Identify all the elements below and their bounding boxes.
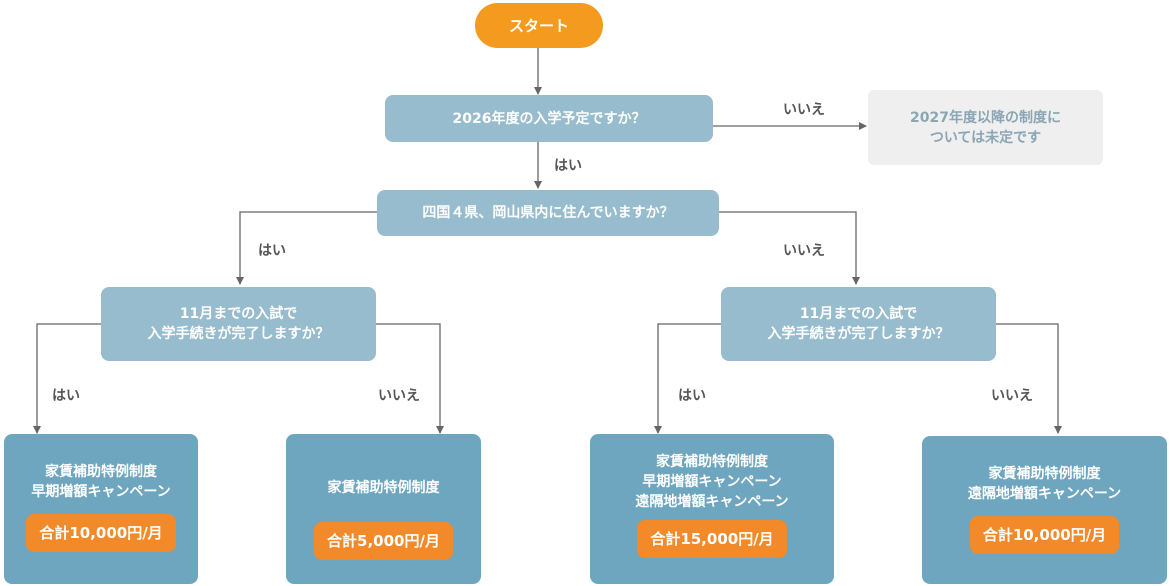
result-4-line-2: 遠隔地増額キャンペーン bbox=[967, 486, 1122, 502]
result-4-line-1: 家賃補助特例制度 bbox=[988, 466, 1101, 482]
label-q2-no: いいえ bbox=[783, 243, 825, 259]
question-procedure-right-line-2: 入学手続きが完了しますか？ bbox=[767, 326, 950, 342]
result-1-line-1: 家賃補助特例制度 bbox=[45, 464, 157, 480]
question-procedure-left-line-2: 入学手続きが完了しますか？ bbox=[147, 326, 330, 342]
question-residence: 四国４県、岡山県内に住んでいますか？ bbox=[377, 190, 719, 236]
label-q3r-no: いいえ bbox=[991, 388, 1033, 404]
result-card-3: 家賃補助特例制度 早期増額キャンペーン 遠隔地増額キャンペーン 合計15,000… bbox=[590, 434, 834, 584]
connector-q3r-no bbox=[996, 323, 1062, 434]
result-3-line-1: 家賃補助特例制度 bbox=[656, 454, 768, 470]
result-3-line-2: 早期増額キャンペーン bbox=[642, 474, 782, 490]
label-q1-no: いいえ bbox=[783, 102, 825, 118]
label-q3l-no: いいえ bbox=[378, 388, 420, 404]
question-enrollment-year-text: 2026年度の入学予定ですか？ bbox=[452, 110, 646, 127]
connector-q3r-yes bbox=[654, 323, 721, 434]
question-procedure-left: 11月までの入試で 入学手続きが完了しますか？ bbox=[101, 287, 376, 361]
result-2-amount: 合計5,000円/月 bbox=[314, 522, 453, 560]
label-q3r-yes: はい bbox=[678, 388, 706, 404]
connector-q2-yes bbox=[236, 211, 377, 285]
start-label: スタート bbox=[508, 16, 569, 35]
connector-q2-no bbox=[719, 211, 860, 285]
note-line-1: 2027年度以降の制度に bbox=[910, 109, 1061, 126]
result-card-4: 家賃補助特例制度 遠隔地増額キャンペーン 合計10,000円/月 bbox=[922, 436, 1167, 584]
result-1-line-2: 早期増額キャンペーン bbox=[31, 484, 171, 500]
label-q3l-yes: はい bbox=[52, 388, 80, 404]
result-card-1: 家賃補助特例制度 早期増額キャンペーン 合計10,000円/月 bbox=[4, 434, 198, 584]
result-card-2: 家賃補助特例制度 合計5,000円/月 bbox=[286, 434, 481, 584]
connector-q3l-yes bbox=[33, 323, 101, 434]
label-q2-yes: はい bbox=[258, 243, 286, 259]
question-procedure-left-line-1: 11月までの入試で bbox=[179, 306, 298, 322]
result-1-amount: 合計10,000円/月 bbox=[26, 514, 176, 552]
connector-q3l-no bbox=[376, 323, 444, 434]
result-3-line-3: 遠隔地増額キャンペーン bbox=[635, 494, 789, 510]
start-node: スタート bbox=[475, 3, 603, 48]
result-2-line-1: 家賃補助特例制度 bbox=[327, 480, 440, 496]
result-4-amount: 合計10,000円/月 bbox=[969, 516, 1120, 554]
note-line-2: ついては未定です bbox=[929, 129, 1042, 146]
question-procedure-right: 11月までの入試で 入学手続きが完了しますか？ bbox=[721, 287, 996, 361]
label-q1-yes: はい bbox=[554, 158, 582, 174]
result-3-amount: 合計15,000円/月 bbox=[637, 520, 787, 558]
question-residence-text: 四国４県、岡山県内に住んでいますか？ bbox=[422, 205, 674, 221]
question-procedure-right-line-1: 11月までの入試で bbox=[799, 306, 918, 322]
note-undecided: 2027年度以降の制度に ついては未定です bbox=[868, 90, 1103, 165]
question-enrollment-year: 2026年度の入学予定ですか？ bbox=[385, 95, 713, 142]
